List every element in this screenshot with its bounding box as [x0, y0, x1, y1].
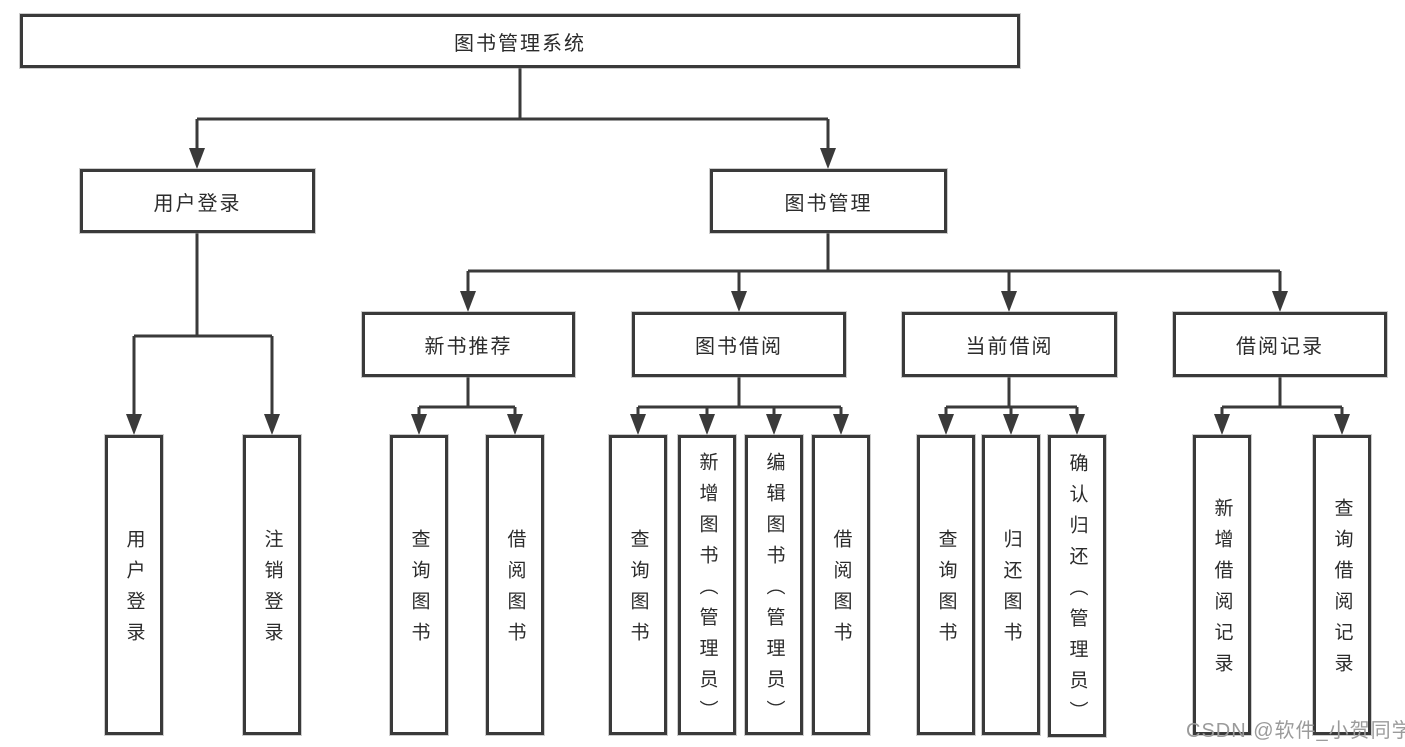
- connector-user-login-to-leaves: [132, 233, 274, 417]
- node-label: 编辑图书（管理员）: [763, 451, 785, 731]
- leaf-return-book: 归还图书: [982, 435, 1040, 735]
- node-label: 图书管理: [784, 192, 873, 215]
- node-current-borrow: 当前借阅: [902, 312, 1117, 377]
- leaf-edit-book-admin: 编辑图书（管理员）: [745, 435, 803, 735]
- node-label: 查询图书: [627, 529, 649, 653]
- leaf-logout-login: 注销登录: [243, 435, 301, 735]
- node-label: 新增借阅记录: [1211, 498, 1233, 684]
- node-label: 借阅图书: [504, 529, 526, 653]
- arrowhead-down-icon-level3: [460, 291, 1288, 312]
- arrowhead-down-icon-level2: [189, 148, 836, 169]
- connector-book-borrow-to-leaves: [636, 377, 843, 417]
- leaf-user-login: 用户登录: [105, 435, 163, 735]
- node-new-book-recommend: 新书推荐: [362, 312, 575, 377]
- leaf-add-book-admin: 新增图书（管理员）: [678, 435, 736, 735]
- connector-book-management-to-level3: [466, 233, 1282, 294]
- node-label: 图书管理系统: [454, 32, 586, 55]
- leaf-borrow-book: 借阅图书: [812, 435, 870, 735]
- csdn-watermark: CSDN @软件_小贺同学: [1186, 720, 1405, 742]
- node-label: 借阅图书: [830, 529, 852, 653]
- node-label: 用户登录: [153, 192, 242, 215]
- node-label: 借阅记录: [1236, 336, 1324, 358]
- leaf-query-book-recommend: 查询图书: [390, 435, 448, 735]
- leaf-confirm-return-admin: 确认归还（管理员）: [1048, 435, 1106, 737]
- node-label: 查询图书: [408, 529, 430, 653]
- node-label: 注销登录: [261, 529, 283, 653]
- node-label: 归还图书: [1000, 529, 1022, 653]
- node-label: 查询借阅记录: [1331, 498, 1353, 684]
- node-root-library-management-system: 图书管理系统: [20, 14, 1020, 68]
- node-label: 新增图书（管理员）: [696, 451, 718, 731]
- node-label: 用户登录: [123, 529, 145, 653]
- arrowhead-down-icon-leaves: [126, 414, 1350, 435]
- node-label: 确认归还（管理员）: [1066, 452, 1088, 732]
- leaf-borrow-book-recommend: 借阅图书: [486, 435, 544, 735]
- node-book-borrow: 图书借阅: [632, 312, 846, 377]
- node-label: 图书借阅: [695, 336, 783, 358]
- connector-current-borrow-to-leaves: [944, 377, 1079, 417]
- node-label: 查询图书: [935, 529, 957, 653]
- connector-borrow-records-to-leaves: [1220, 377, 1344, 417]
- node-label: 新书推荐: [424, 336, 513, 358]
- connector-root-to-level2: [195, 68, 830, 151]
- node-label: 当前借阅: [965, 336, 1054, 358]
- leaf-query-borrow-record: 查询借阅记录: [1313, 435, 1371, 735]
- leaf-query-book-current: 查询图书: [917, 435, 975, 735]
- node-user-login: 用户登录: [80, 169, 315, 233]
- node-borrow-records: 借阅记录: [1173, 312, 1387, 377]
- leaf-query-book-borrow: 查询图书: [609, 435, 667, 735]
- node-book-management: 图书管理: [710, 169, 947, 233]
- leaf-add-borrow-record: 新增借阅记录: [1193, 435, 1251, 735]
- connector-new-book-recommend-to-leaves: [417, 377, 517, 417]
